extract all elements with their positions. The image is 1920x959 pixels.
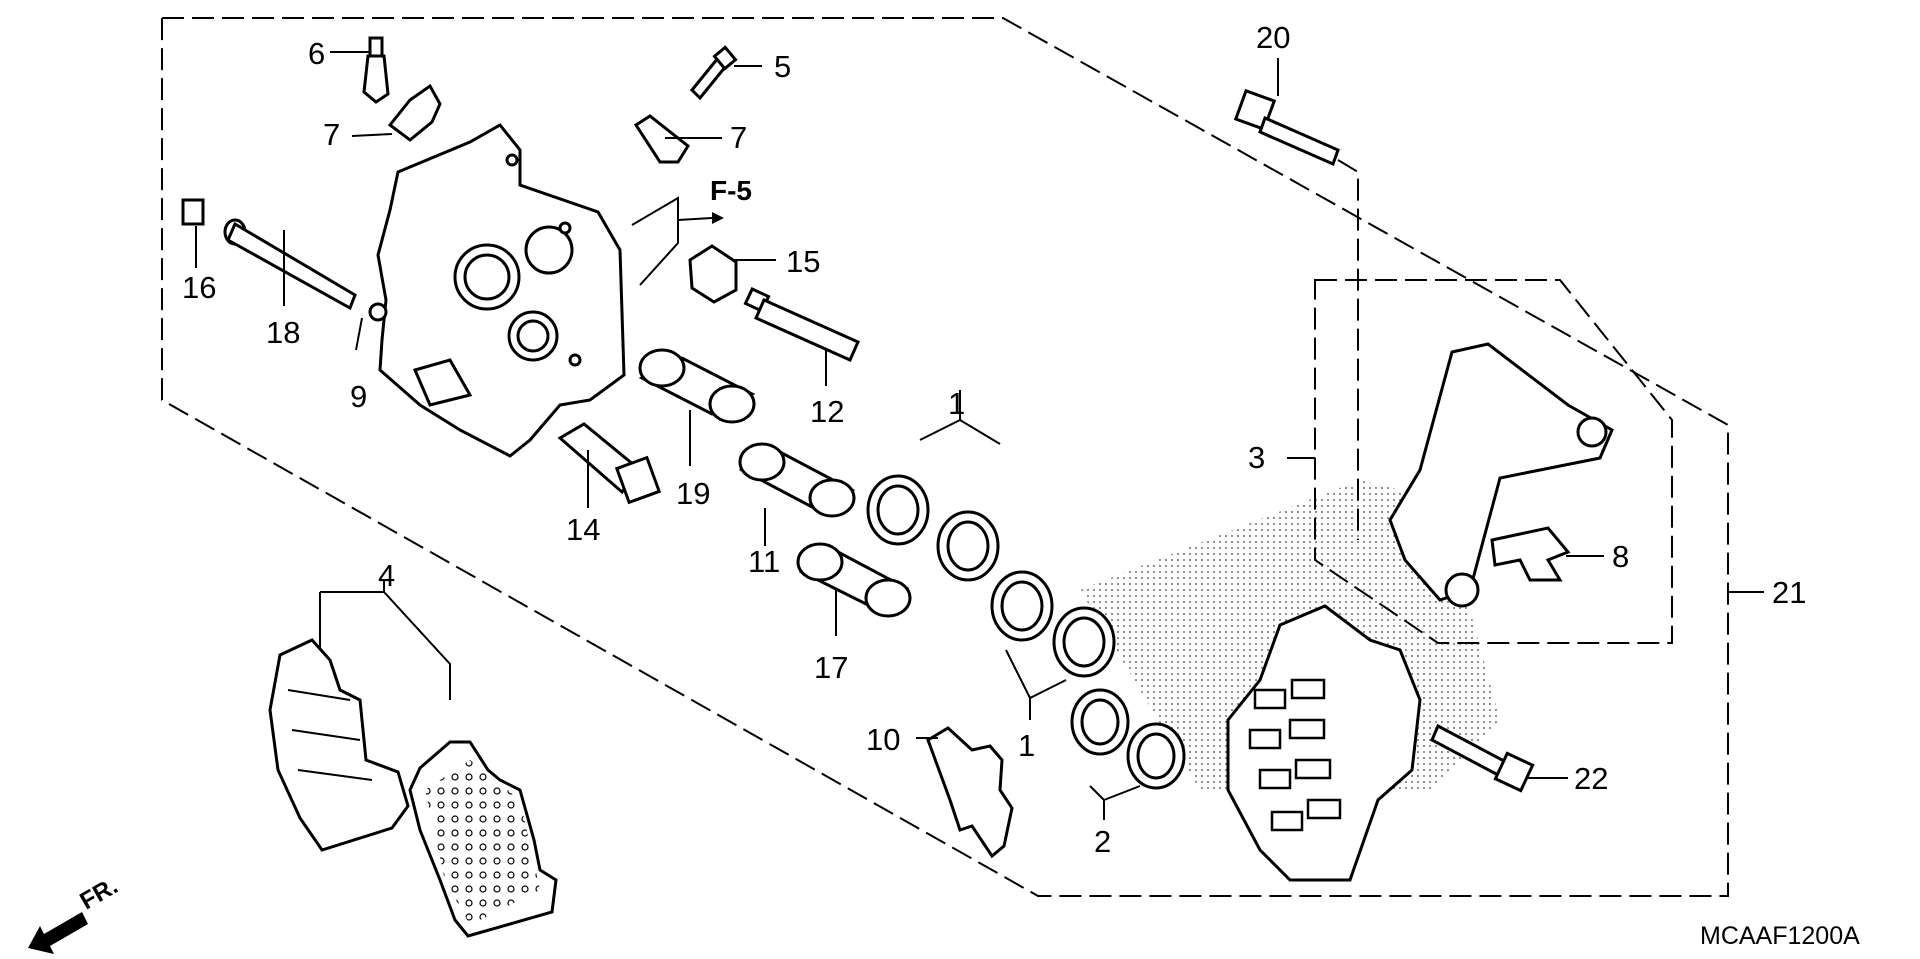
brake-pad-inner xyxy=(268,638,410,852)
bleeder-6 xyxy=(362,36,390,104)
piston-19 xyxy=(638,348,756,424)
ref-arrow-line xyxy=(677,217,713,221)
bleeder-5 xyxy=(689,45,738,101)
pin-18 xyxy=(223,218,357,311)
callout-1-top: 1 xyxy=(948,386,965,421)
callout-11: 11 xyxy=(748,544,780,579)
bracket-outline xyxy=(1314,279,1673,644)
callout-22: 22 xyxy=(1574,761,1608,796)
seal-2b xyxy=(1126,722,1186,790)
callout-17: 17 xyxy=(814,650,848,685)
callout-1-bottom: 1 xyxy=(1018,728,1035,763)
seal-1d xyxy=(1052,606,1116,678)
cap-15 xyxy=(688,244,738,304)
leader-lines xyxy=(195,51,1764,820)
ref-leader-top xyxy=(631,196,679,286)
front-direction-arrow: FR. xyxy=(28,872,122,954)
callout-18: 18 xyxy=(266,315,300,350)
caliper-body xyxy=(376,123,626,458)
callout-5: 5 xyxy=(774,49,791,84)
brake-pad-outer xyxy=(408,740,558,938)
pad-holes xyxy=(425,760,540,925)
piston-17 xyxy=(796,542,912,618)
callout-8: 10 xyxy=(866,722,900,757)
direction-label: FR. xyxy=(76,872,123,915)
seal-2a xyxy=(1070,688,1130,756)
callout-4: 4 xyxy=(378,558,395,593)
seal-1b xyxy=(936,510,1000,582)
callout-10: 8 xyxy=(1612,539,1629,574)
diagram-code: MCAAF1200A xyxy=(1700,922,1860,950)
cap-7-right xyxy=(633,114,690,164)
bolt-21-leader xyxy=(1337,159,1359,540)
callout-20: 21 xyxy=(1772,575,1806,610)
callout-12: 12 xyxy=(810,394,844,429)
callout-7-left: 7 xyxy=(323,117,340,152)
piston-11 xyxy=(738,442,856,518)
bracket xyxy=(1388,342,1614,608)
seal-1a xyxy=(866,474,930,546)
reference-f5: F-5 xyxy=(710,175,752,206)
callout-14: 14 xyxy=(566,512,600,547)
spring-8 xyxy=(926,726,1014,859)
fitting-14 xyxy=(557,422,662,505)
washer-9 xyxy=(368,302,388,322)
callout-3: 3 xyxy=(1248,440,1265,475)
pin-12 xyxy=(743,286,860,362)
clip-10 xyxy=(1490,526,1571,582)
callout-21: 20 xyxy=(1256,20,1290,55)
outer-caliper xyxy=(1226,604,1422,882)
callout-19: 19 xyxy=(676,476,710,511)
ref-arrow-head xyxy=(712,212,724,224)
callout-15: 15 xyxy=(786,244,820,279)
assembly-outline xyxy=(161,17,1729,897)
callout-9: 9 xyxy=(350,379,367,414)
callout-6: 6 xyxy=(308,36,325,71)
callout-7-right: 7 xyxy=(730,120,747,155)
cap-7-left xyxy=(387,83,442,142)
callout-2: 2 xyxy=(1094,824,1111,859)
bolt-21 xyxy=(1233,88,1340,167)
seal-1c xyxy=(990,570,1054,642)
callout-labels: 6 7 5 7 16 18 9 F-5 15 12 14 19 11 17 1 … xyxy=(182,20,1806,859)
callout-16: 16 xyxy=(182,270,216,305)
nut-16 xyxy=(181,198,205,226)
